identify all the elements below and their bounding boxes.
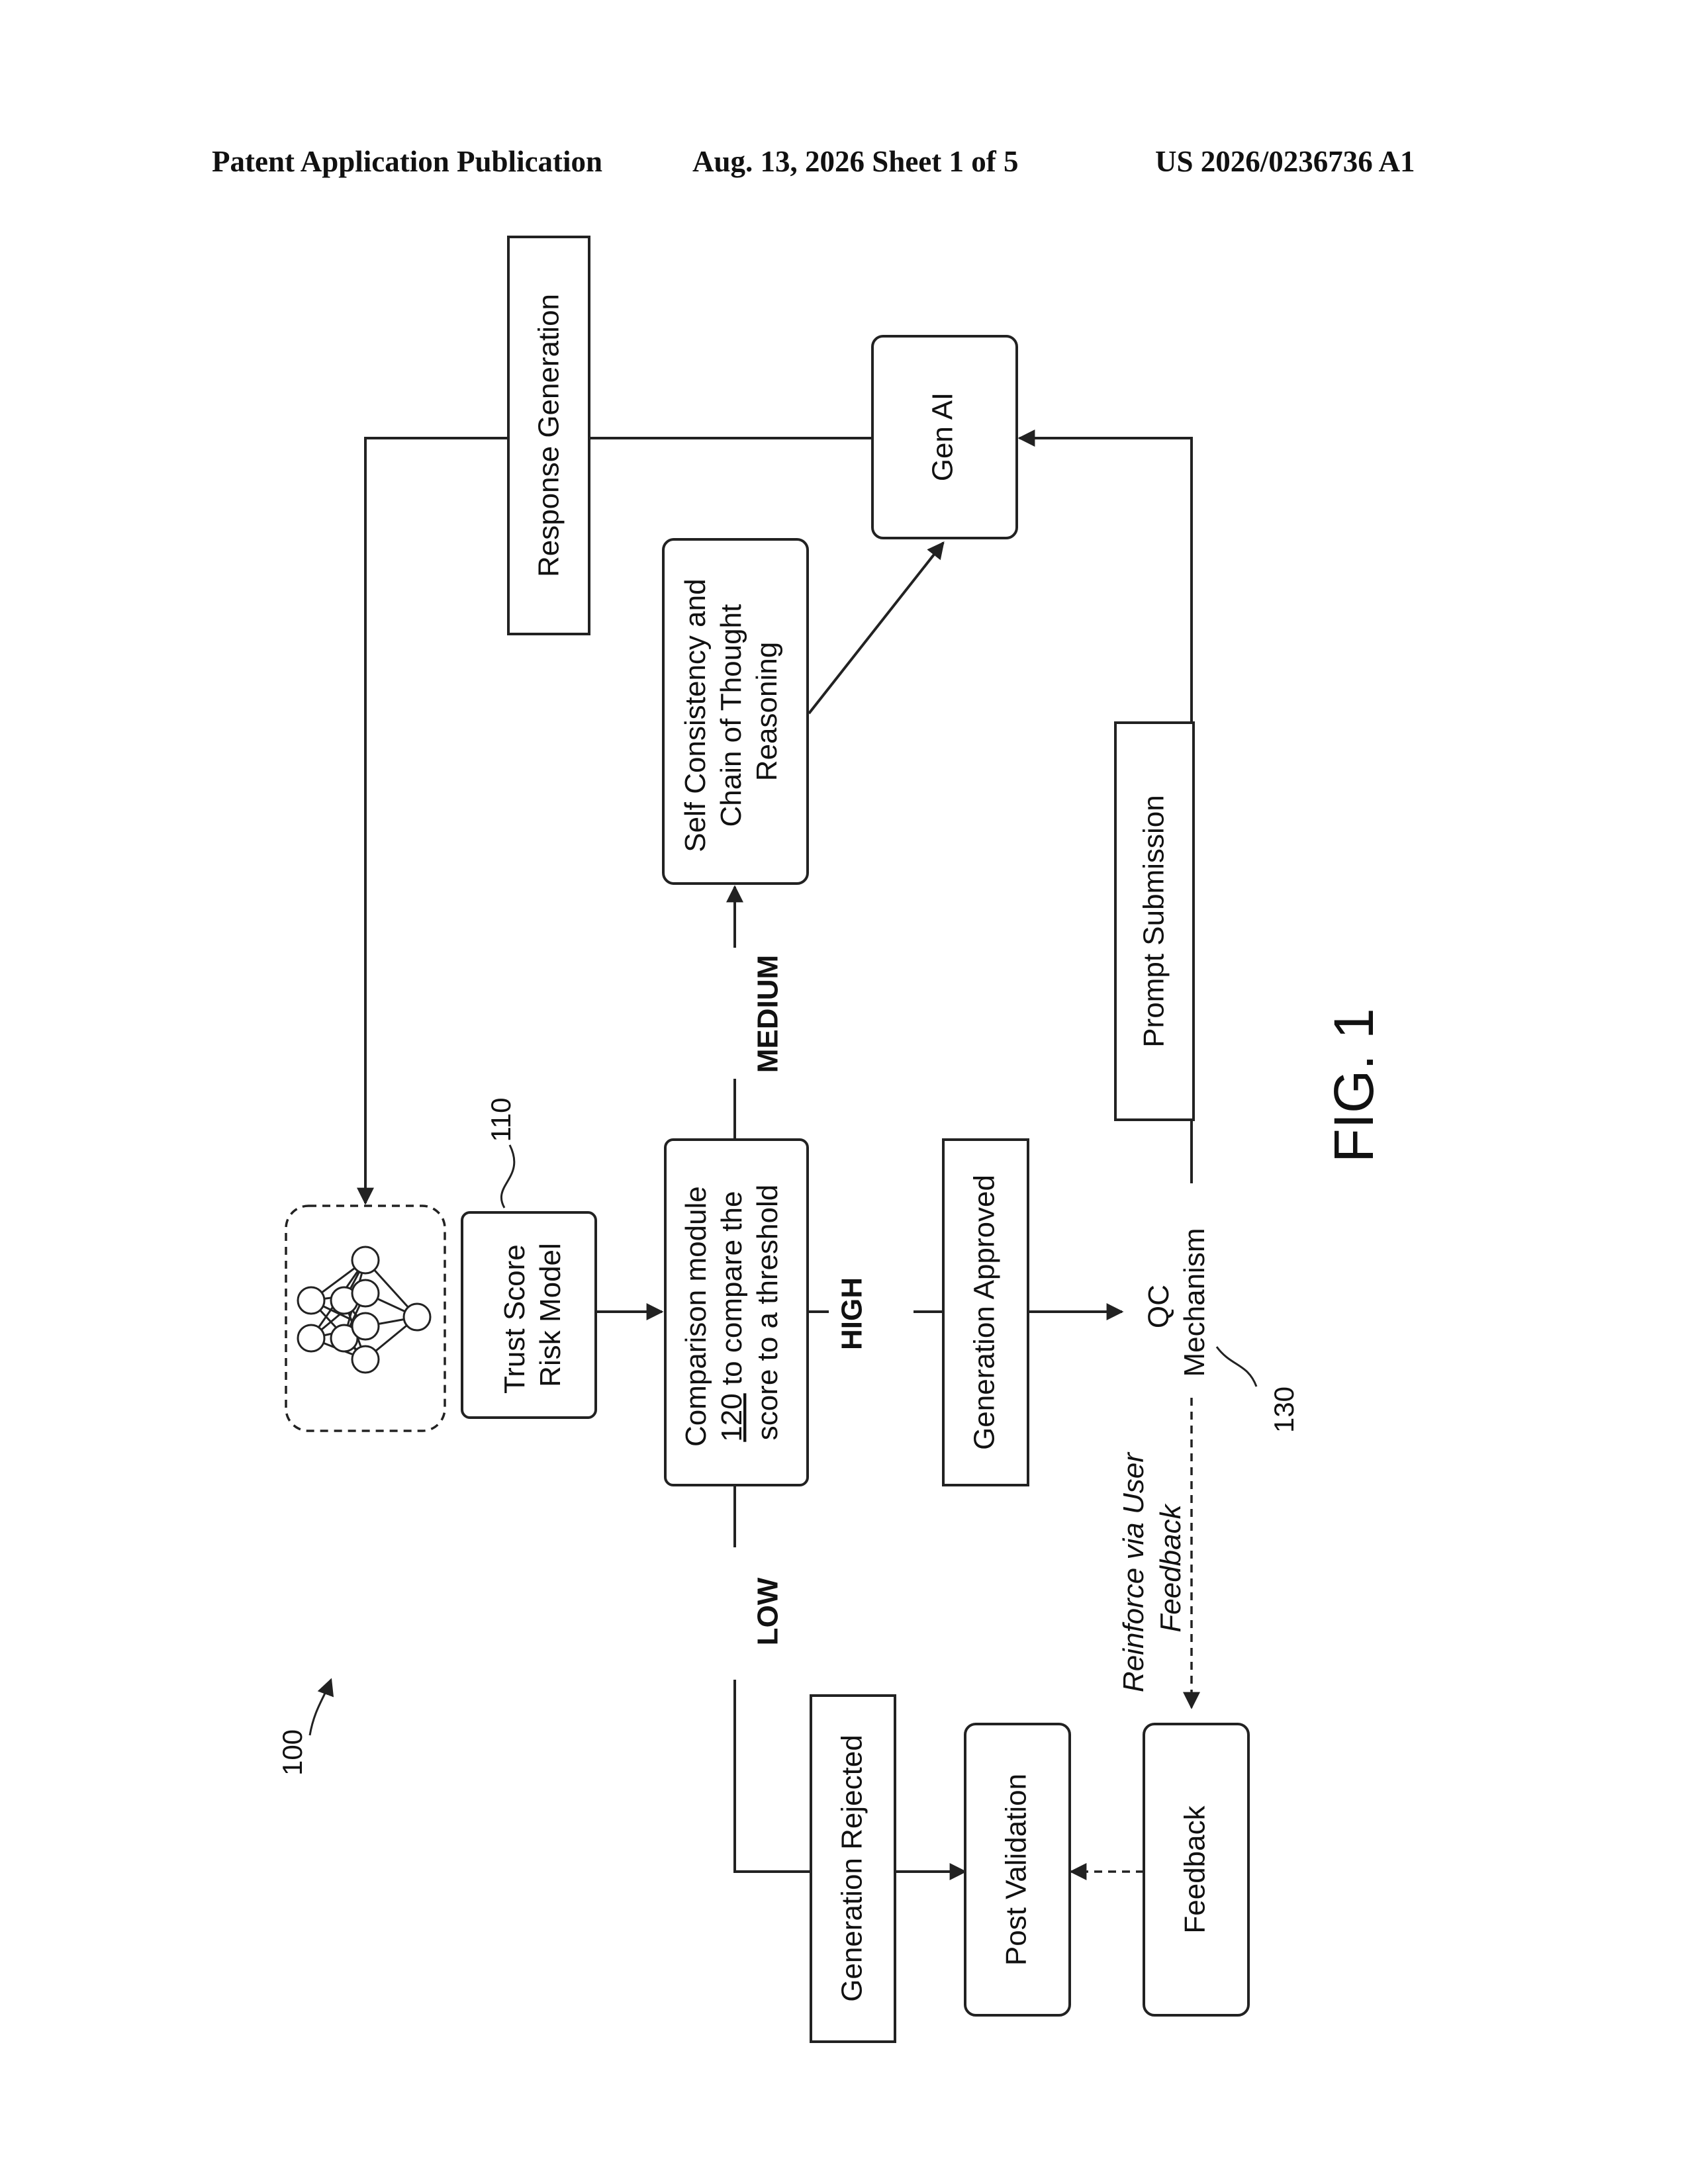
comparison-line-3: score to a threshold [751, 1185, 784, 1440]
reinforce-line-1: Reinforce via User [1117, 1451, 1150, 1692]
self-consistency-box: Self Consistency and Chain of Thought Re… [663, 539, 808, 884]
comparison-line-1: Comparison module [680, 1186, 712, 1447]
generation-rejected-box: Generation Rejected [811, 1696, 895, 2042]
trust-score-line-2: Risk Model [534, 1243, 567, 1387]
comparison-module-box: Comparison module 120 to compare the sco… [665, 1140, 808, 1485]
response-generation-label: Response Generation [533, 294, 565, 577]
ref-110-leader [501, 1145, 514, 1208]
neural-network-model [286, 1206, 445, 1431]
prompt-submission-label: Prompt Submission [1138, 795, 1170, 1047]
qc-line-1: QC [1143, 1285, 1175, 1328]
trust-score-line-1: Trust Score [498, 1244, 531, 1394]
comparison-line-2-rest: to compare the [716, 1191, 748, 1394]
figure-caption: FIG. 1 [1323, 1008, 1385, 1162]
qc-mechanism-label: QC Mechanism [1143, 1228, 1211, 1377]
feedback-label: Feedback [1179, 1805, 1211, 1933]
feedback-box: Feedback [1144, 1724, 1248, 2015]
prompt-submission-box: Prompt Submission [1115, 723, 1194, 1120]
ref-110: 110 [485, 1098, 516, 1142]
self-consistency-line-2: Chain of Thought [715, 604, 747, 827]
self-consistency-line-1: Self Consistency and [679, 578, 712, 852]
comparison-module-label: Comparison module 120 to compare the sco… [680, 1178, 784, 1447]
low-branch-label: LOW [752, 1577, 784, 1645]
ref-130-leader [1217, 1347, 1256, 1387]
gen-ai-label: Gen AI [927, 392, 959, 482]
comparison-ref-120: 120 [716, 1393, 748, 1441]
medium-branch-label: MEDIUM [752, 955, 784, 1073]
trust-score-box: Trust Score Risk Model [462, 1212, 596, 1418]
post-validation-label: Post Validation [1000, 1774, 1033, 1966]
arrow-prompt-to-genai [1019, 438, 1192, 721]
reinforce-line-2: Feedback [1154, 1503, 1187, 1632]
generation-rejected-label: Generation Rejected [836, 1735, 868, 2002]
comparison-line-2: 120 to compare the [716, 1191, 748, 1442]
arrow-reasoning-to-genai [809, 543, 943, 713]
reinforce-feedback-label: Reinforce via User Feedback [1117, 1445, 1187, 1692]
ref-100-arrow [310, 1680, 331, 1735]
generation-approved-box: Generation Approved [943, 1140, 1028, 1485]
gen-ai-box: Gen AI [872, 336, 1017, 538]
response-generation-box: Response Generation [508, 237, 589, 634]
generation-approved-label: Generation Approved [968, 1175, 1001, 1450]
line-low-to-rejected [735, 1680, 811, 1872]
ref-130: 130 [1268, 1387, 1299, 1433]
self-consistency-line-3: Reasoning [751, 642, 783, 781]
post-validation-box: Post Validation [965, 1724, 1070, 2015]
qc-line-2: Mechanism [1178, 1228, 1211, 1377]
high-branch-label: HIGH [836, 1277, 868, 1350]
ref-100: 100 [277, 1729, 308, 1776]
